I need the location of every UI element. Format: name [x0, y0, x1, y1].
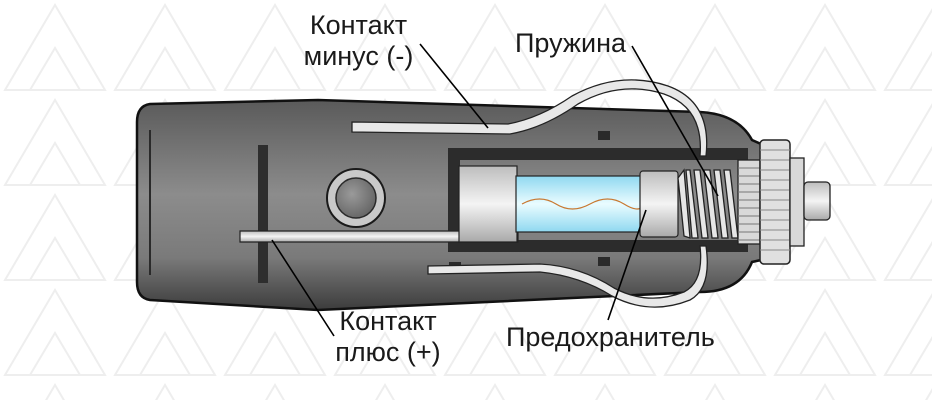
label-contact-minus-line2: минус (-) [303, 41, 414, 71]
label-contact-plus: Контакт плюс (+) [322, 306, 454, 368]
label-contact-minus-line1: Контакт [309, 10, 408, 40]
coil-spring-icon [677, 168, 739, 239]
label-contact-minus: Контакт минус (-) [286, 10, 431, 72]
contact-clip-top [598, 131, 610, 140]
label-spring: Пружина [515, 28, 626, 58]
leader-fuse [607, 209, 647, 321]
plus-contact-rod [239, 230, 519, 243]
leader-lines [271, 43, 719, 337]
glass-fuse-icon [515, 170, 679, 238]
plug-tip-icon [803, 181, 831, 221]
label-fuse: Предохранитель [506, 322, 715, 352]
knurled-ring [759, 139, 805, 265]
leader-contact-plus [271, 239, 335, 337]
leader-spring [631, 45, 719, 197]
leader-contact-minus [419, 43, 489, 129]
label-contact-plus-line1: Контакт [339, 306, 437, 336]
threaded-collar [737, 159, 761, 245]
contact-clip-bottom [598, 257, 610, 266]
minus-contact-bottom [427, 245, 708, 308]
label-contact-plus-line2: плюс (+) [335, 337, 441, 367]
housing-rib [258, 145, 268, 283]
circle-bolt-icon [326, 168, 386, 228]
plus-contact-block [458, 165, 518, 243]
minus-contact-top [351, 79, 708, 157]
